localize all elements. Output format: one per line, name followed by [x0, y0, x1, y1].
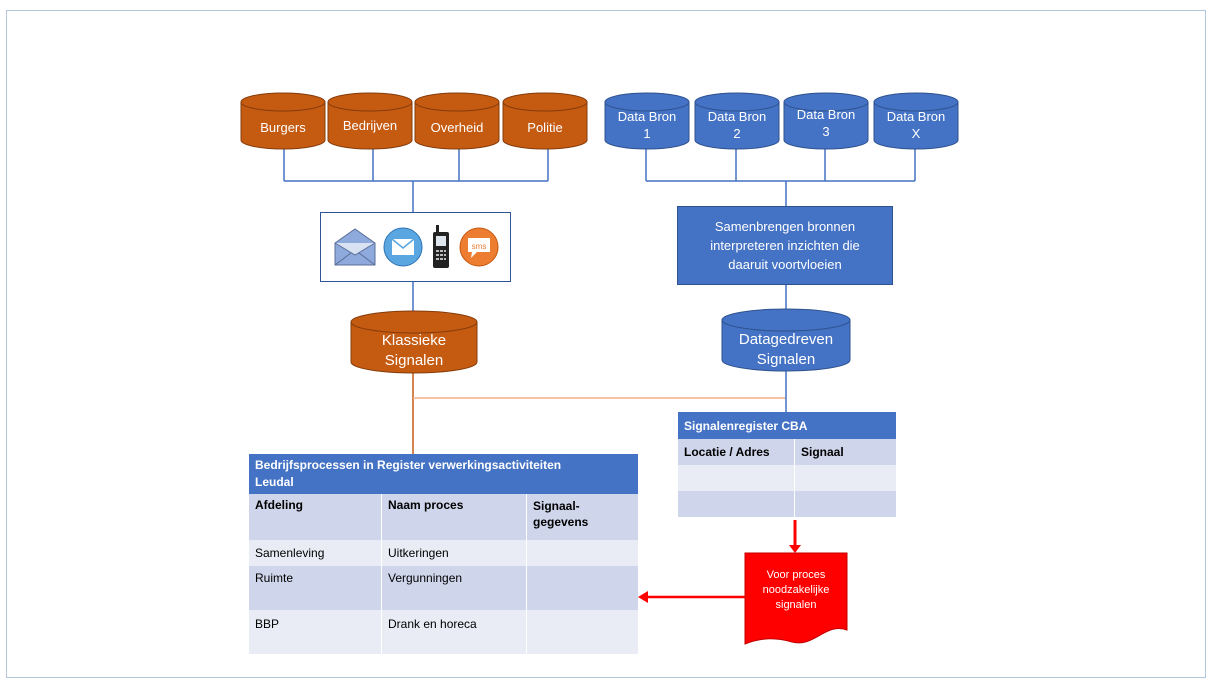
svg-text:sms: sms — [472, 242, 487, 251]
table-cell: BBP — [249, 610, 382, 654]
cba-header-location: Locatie / Adres — [678, 439, 795, 465]
combine-line: Samenbrengen bronnen — [714, 219, 856, 234]
table-cell: Drank en horeca — [381, 610, 527, 654]
mobile-phone-icon — [433, 225, 449, 268]
source-label: Overheid — [430, 120, 484, 135]
table-cell — [795, 465, 897, 491]
table-cell: Uitkeringen — [381, 540, 527, 566]
diagram-frame — [6, 10, 1206, 678]
sms-icon: sms — [459, 227, 499, 267]
channels-box: sms — [320, 212, 511, 282]
source-bedrijven: Bedrijven — [327, 92, 413, 150]
source-politie: Politie — [502, 92, 588, 150]
table-cell: Samenleving — [249, 540, 382, 566]
cba-table-title: Signalenregister CBA — [684, 418, 808, 433]
source-burgers: Burgers — [240, 92, 326, 150]
combine-line: interpreteren inzichten die — [710, 238, 860, 253]
envelope-icon — [334, 228, 376, 266]
required-signals-document: Voor proces noodzakelijke signalen — [744, 552, 848, 646]
process-header-name: Naam proces — [381, 494, 527, 540]
table-cell — [527, 566, 639, 610]
process-register-table: Bedrijfsprocessen in Register verwerking… — [249, 454, 638, 654]
table-cell — [527, 610, 639, 654]
process-table-title: Bedrijfsprocessen in Register verwerking… — [255, 458, 562, 489]
combine-sources-box: Samenbrengen bronnen interpreteren inzic… — [677, 206, 893, 285]
table-cell — [527, 540, 639, 566]
table-cell: Ruimte — [249, 566, 382, 610]
table-cell — [678, 491, 795, 517]
source-label: Bedrijven — [342, 118, 398, 133]
combine-line: daaruit voortvloeien — [728, 257, 842, 272]
table-cell: Vergunningen — [381, 566, 527, 610]
cba-header-signal: Signaal — [801, 445, 844, 459]
process-header-department: Afdeling — [249, 494, 382, 540]
cba-register-table: Signalenregister CBA Locatie / Adres Sig… — [678, 412, 896, 517]
source-label: Politie — [527, 120, 563, 135]
source-overheid: Overheid — [414, 92, 500, 150]
table-cell — [795, 491, 897, 517]
source-label: Burgers — [260, 120, 306, 135]
table-cell — [678, 465, 795, 491]
process-header-signal-data: Signaal- gegevens — [533, 499, 589, 529]
document-text: Voor proces noodzakelijke signalen — [762, 569, 830, 611]
email-icon — [383, 227, 423, 267]
